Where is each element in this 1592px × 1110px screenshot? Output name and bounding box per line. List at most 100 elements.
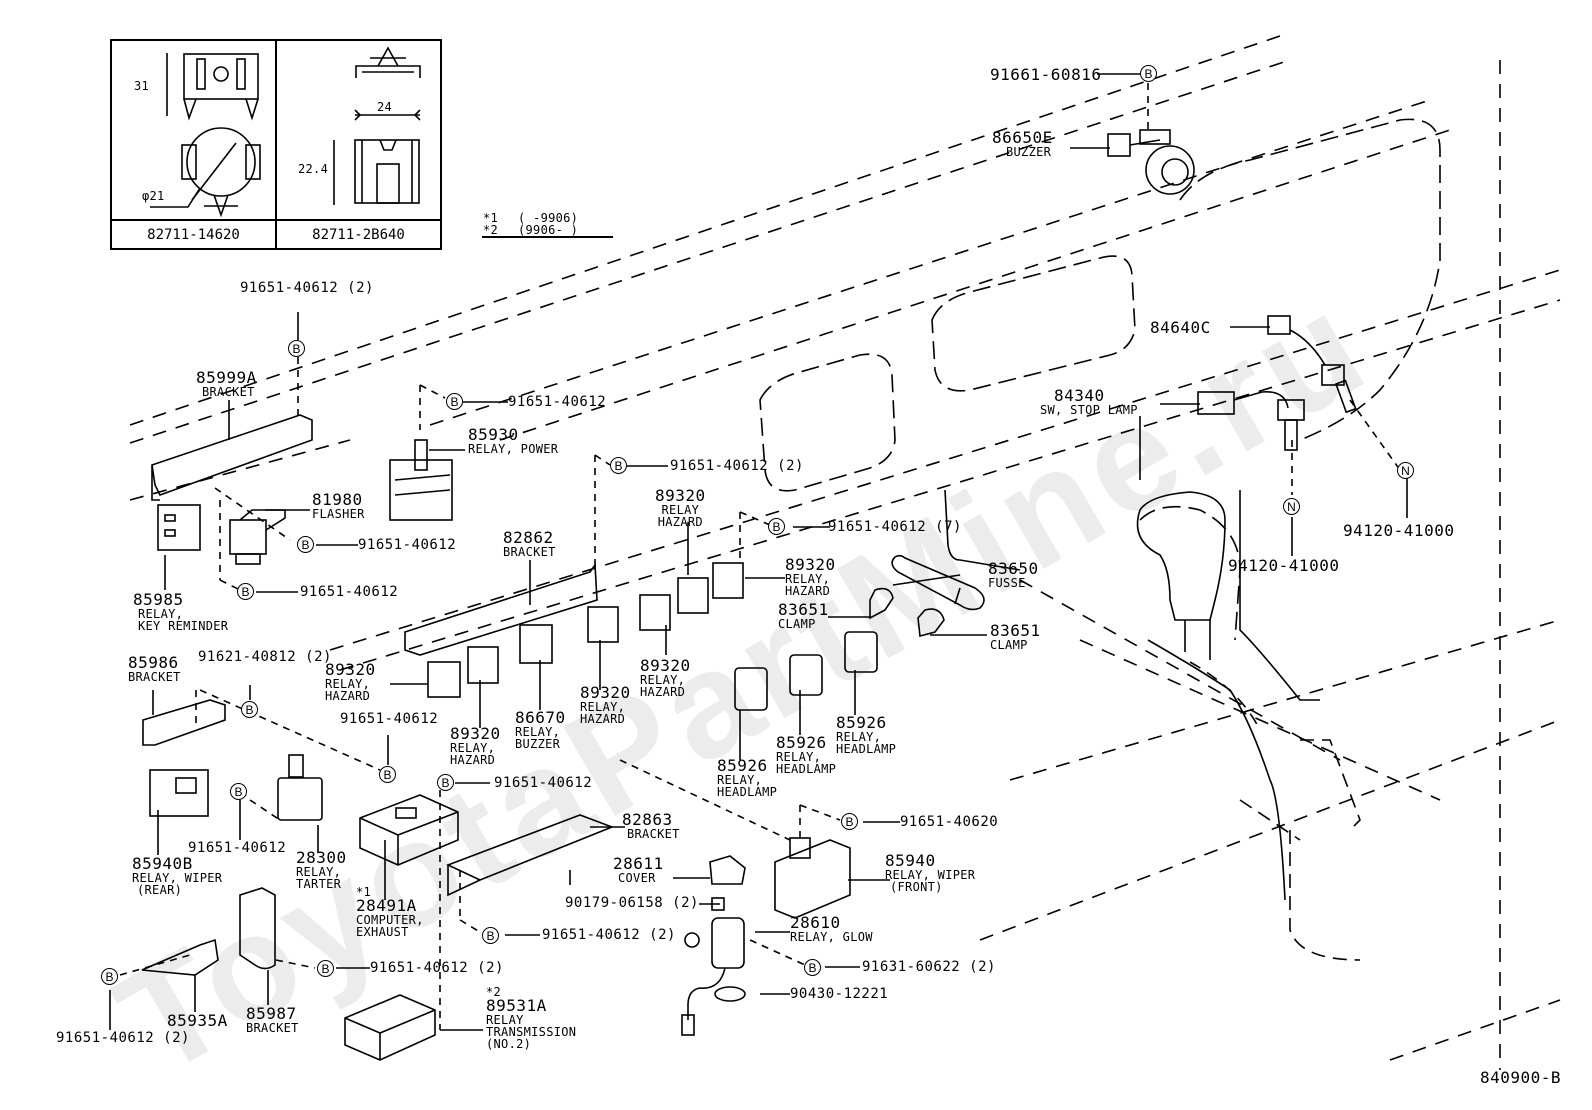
part-number: 82863 (622, 810, 673, 829)
glow-relay-28610-drawing (681, 917, 745, 1036)
part-callout[interactable]: 91651-40612 (7) (828, 519, 962, 535)
bolt-symbol-icon: B (297, 536, 314, 553)
part-callout[interactable]: 91651-40612 (2) (670, 458, 804, 474)
part-callout[interactable]: 91651-40612 (2) (370, 960, 504, 976)
part-callout[interactable]: 94120-41000 (1228, 556, 1340, 575)
relay-85930-drawing (389, 439, 453, 521)
bolt-symbol-icon: B (237, 583, 254, 600)
part-desc: CLAMP (990, 638, 1028, 652)
part-callout[interactable]: 91631-60622 (2) (862, 959, 996, 975)
part-number: 89320 (640, 656, 691, 675)
part-desc: HEADLAMP (717, 785, 778, 799)
buzzer-drawing (1107, 129, 1195, 195)
bolt-symbol-icon: B (804, 959, 821, 976)
part-callout[interactable]: 94120-41000 (1343, 521, 1455, 540)
part-callout[interactable]: 91651-40612 (2) (542, 927, 676, 943)
relay-89320-d-drawing (427, 661, 461, 698)
part-desc: BUZZER (515, 737, 561, 751)
part-number: 83650 (988, 559, 1039, 578)
relay-85985-drawing (157, 504, 201, 551)
part-number: 82862 (503, 528, 554, 547)
part-callout[interactable]: 91651-40612 (340, 711, 439, 727)
relay-28300-drawing (277, 777, 323, 821)
part-callout[interactable]: 91651-40612 (508, 394, 607, 410)
bracket-82862-drawing (404, 562, 598, 656)
part-desc: TRANSMISSION (486, 1025, 577, 1039)
relay-89320-e-drawing (467, 646, 499, 684)
fuse-83650-drawing (891, 554, 985, 611)
part-callout[interactable]: 91651-40612 (300, 584, 399, 600)
part-desc: RELAY, (450, 741, 496, 755)
part-desc: RELAY (486, 1013, 524, 1027)
relay-85926-a-drawing (734, 667, 768, 711)
part-number: 85987 (246, 1004, 297, 1023)
inset-part-number[interactable]: 82711-2B640 (312, 227, 405, 243)
bolt-symbol-icon: B (610, 457, 627, 474)
part-desc: RELAY, GLOW (790, 930, 873, 944)
clip-2B640-drawing (333, 46, 421, 205)
part-desc: HEADLAMP (836, 742, 897, 756)
part-callout[interactable]: 84640C (1150, 318, 1211, 337)
part-callout[interactable]: 91661-60816 (990, 65, 1102, 84)
part-number: 28300 (296, 848, 347, 867)
part-callout[interactable]: 91651-40612 (188, 840, 287, 856)
relay-89320-f-drawing (587, 606, 619, 643)
inset-table (110, 39, 442, 250)
part-callout[interactable]: 85935A (167, 1011, 228, 1030)
legend-mark: *1 (483, 211, 499, 225)
part-number: 89320 (325, 660, 376, 679)
inset-dim-height: 31 (134, 79, 150, 93)
part-callout[interactable]: 91651-40612 (2) (56, 1030, 190, 1046)
part-callout[interactable]: 90179-06158 (2) (565, 895, 699, 911)
part-number: 89320 (450, 724, 501, 743)
part-callout[interactable]: 91621-40812 (2) (198, 649, 332, 665)
part-desc: RELAY, (776, 750, 822, 764)
part-number: 89320 (655, 486, 706, 505)
part-callout[interactable]: 91651-40612 (2) (240, 280, 374, 296)
part-number: 83651 (778, 600, 829, 619)
relay-86670-drawing (519, 624, 553, 664)
diagram-code: 840900-B (1480, 1068, 1562, 1087)
part-desc: RELAY, (640, 673, 686, 687)
inset-dim-diameter: φ21 (142, 189, 165, 203)
washer-90430-drawing (714, 986, 746, 1002)
part-callout[interactable]: 91651-40612 (494, 775, 593, 791)
clamp-83651-a-drawing (869, 587, 894, 620)
inset-part-number[interactable]: 82711-14620 (147, 227, 240, 243)
part-callout[interactable]: 91651-40612 (358, 537, 457, 553)
cover-28611-drawing (709, 855, 746, 885)
part-callout[interactable]: 91651-40620 (900, 814, 999, 830)
part-mark: *2 (486, 985, 502, 999)
part-callout[interactable]: 90430-12221 (790, 986, 889, 1002)
